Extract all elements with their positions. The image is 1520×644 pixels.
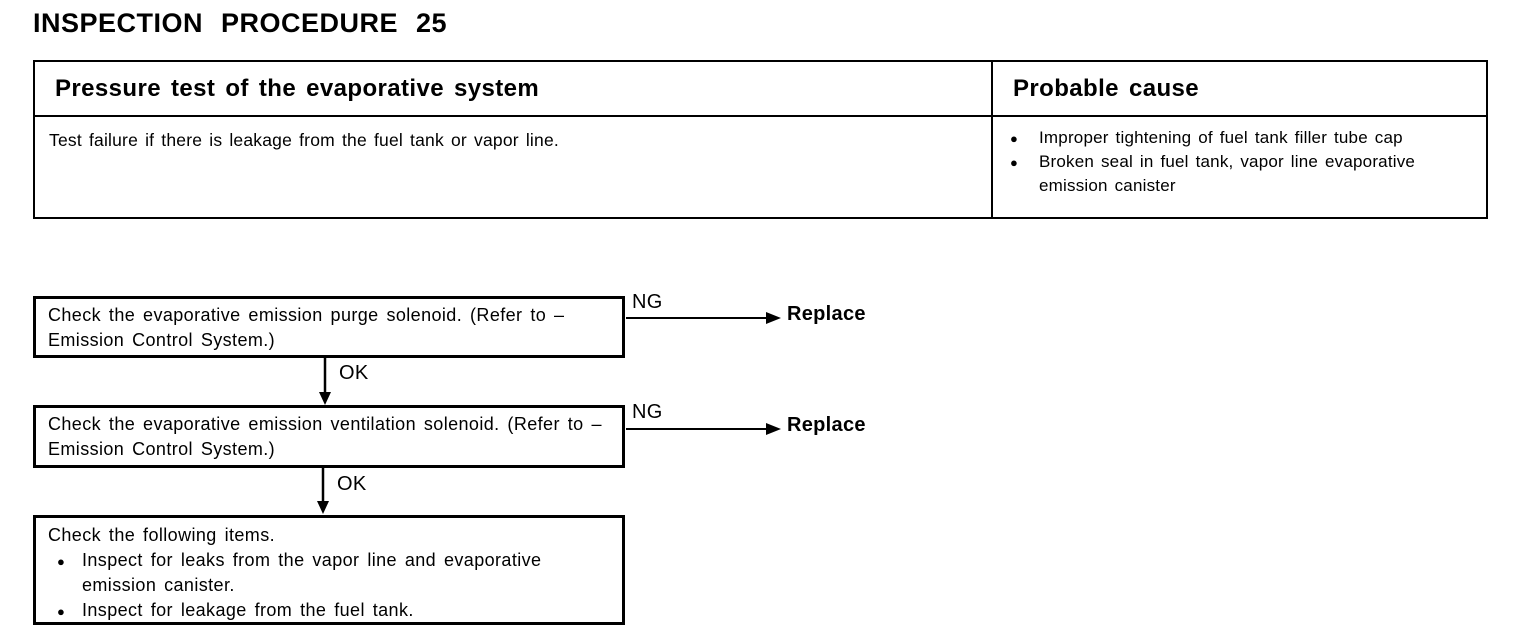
table-header-test-label: Pressure test of the evaporative system	[55, 74, 540, 102]
replace-action-2: Replace	[787, 414, 866, 436]
probable-cause-item: Broken seal in fuel tank, vapor line eva…	[993, 150, 1486, 198]
flow-check-item: Inspect for leaks from the vapor line an…	[48, 548, 610, 598]
page-title: INSPECTION PROCEDURE 25	[33, 8, 448, 38]
table-cell-test-description: Test failure if there is leakage from th…	[35, 117, 993, 217]
ng-arrow-1	[626, 312, 781, 324]
ok-label-1: OK	[339, 362, 369, 384]
flow-step-ventilation-solenoid: Check the evaporative emission ventilati…	[33, 405, 625, 468]
flow-step-ventilation-solenoid-text: Check the evaporative emission ventilati…	[48, 414, 602, 459]
probable-cause-list: Improper tightening of fuel tank filler …	[993, 126, 1486, 198]
ng-label-2: NG	[632, 401, 663, 423]
flow-check-item: Inspect for leakage from the fuel tank.	[48, 598, 610, 624]
replace-action-1: Replace	[787, 303, 866, 325]
table-header-test: Pressure test of the evaporative system	[35, 62, 993, 117]
probable-cause-item: Improper tightening of fuel tank filler …	[993, 126, 1486, 151]
flow-step-check-items-list: Inspect for leaks from the vapor line an…	[48, 548, 610, 624]
ng-label-1: NG	[632, 291, 663, 313]
flow-step-check-items: Check the following items. Inspect for l…	[33, 515, 625, 625]
ok-arrow-2	[317, 468, 329, 514]
ok-label-2: OK	[337, 473, 367, 495]
flow-step-check-items-title: Check the following items.	[48, 525, 275, 545]
flow-step-purge-solenoid-text: Check the evaporative emission purge sol…	[48, 305, 565, 350]
ok-arrow-1	[319, 358, 331, 405]
table-cell-probable-causes: Improper tightening of fuel tank filler …	[993, 117, 1486, 217]
table-header-cause-label: Probable cause	[1013, 74, 1200, 102]
flow-step-purge-solenoid: Check the evaporative emission purge sol…	[33, 296, 625, 358]
diagnosis-table: Pressure test of the evaporative system …	[33, 60, 1488, 219]
table-header-cause: Probable cause	[993, 62, 1486, 117]
ng-arrow-2	[626, 423, 781, 435]
